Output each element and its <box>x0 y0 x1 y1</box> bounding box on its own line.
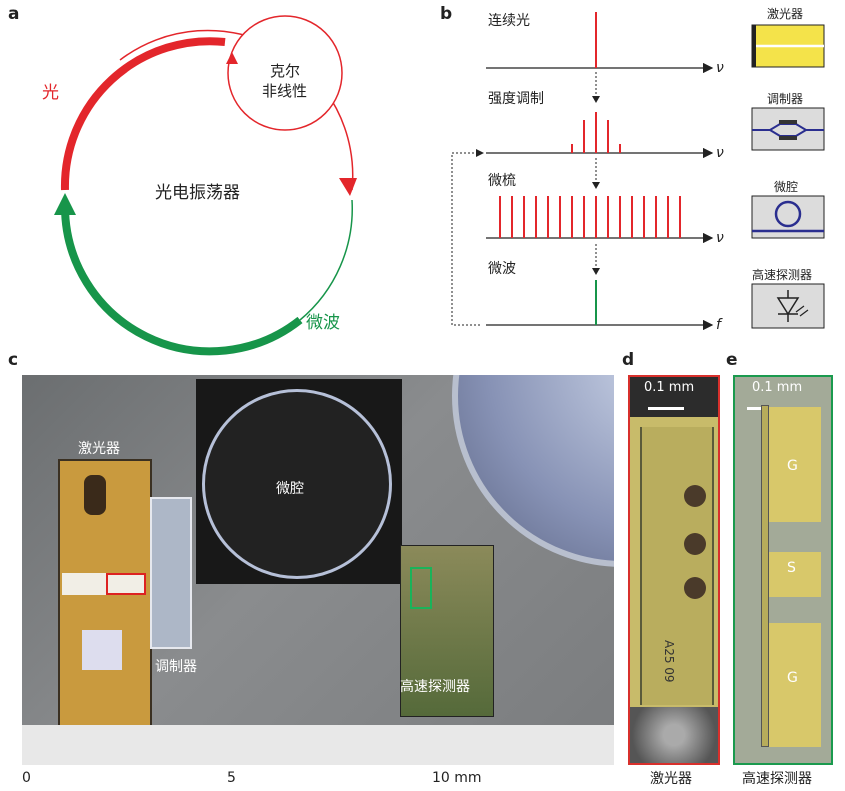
detector-scale: 0.1 mm <box>752 380 802 395</box>
axis-label-3: ν <box>716 230 724 246</box>
detector-micrograph <box>733 375 833 765</box>
row-label-cw: 连续光 <box>488 10 530 30</box>
im-lines <box>572 112 620 153</box>
feedback-path <box>452 153 480 325</box>
photo-label-microcavity: 微腔 <box>276 478 304 498</box>
laser-chip-text: A25 09 <box>662 640 676 683</box>
row-label-im: 强度调制 <box>488 88 544 108</box>
component-laser: 激光器 <box>767 5 803 22</box>
photo-label-laser: 激光器 <box>78 438 120 458</box>
laser-caption: 激光器 <box>650 768 692 788</box>
panel-c-letter: c <box>8 350 18 370</box>
laser-micrograph <box>628 375 720 765</box>
panel-e-letter: e <box>726 350 738 370</box>
photo-label-detector: 高速探测器 <box>400 676 470 696</box>
pad-g-bottom: G <box>787 670 798 686</box>
coin <box>452 375 614 567</box>
microcavity-icon <box>752 196 824 238</box>
ruler-0: 0 <box>22 770 31 786</box>
axis-label-2: ν <box>716 145 724 161</box>
modulator-chip <box>150 497 192 649</box>
photo-label-modulator: 调制器 <box>155 656 197 676</box>
pad-s: S <box>787 560 796 576</box>
axis-label-4: f <box>716 317 721 333</box>
row-label-mw: 微波 <box>488 258 516 278</box>
row-label-comb: 微梳 <box>488 170 516 190</box>
component-modulator: 调制器 <box>767 90 803 107</box>
component-microcavity: 微腔 <box>774 178 798 195</box>
pad-g-top: G <box>787 458 798 474</box>
laser-scale: 0.1 mm <box>644 380 694 395</box>
modulator-icon <box>752 108 824 150</box>
axis-label-1: ν <box>716 60 724 76</box>
panel-d-letter: d <box>622 350 634 370</box>
ruler <box>22 725 614 765</box>
component-detector: 高速探测器 <box>752 266 812 283</box>
comb-lines <box>500 196 680 238</box>
detector-icon <box>752 284 824 328</box>
detector-caption: 高速探测器 <box>742 768 812 788</box>
ruler-5: 5 <box>227 770 236 786</box>
assembly-photo <box>22 375 614 765</box>
ruler-10: 10 mm <box>432 770 482 786</box>
laser-icon <box>752 25 824 67</box>
